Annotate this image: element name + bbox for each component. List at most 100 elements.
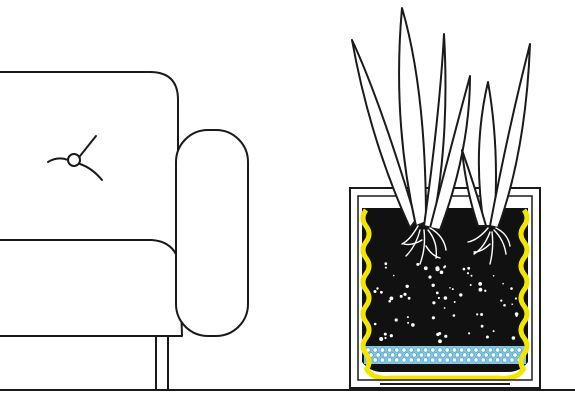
soil-speckle: [511, 303, 513, 305]
pebble: [474, 358, 478, 362]
soil-speckle: [385, 267, 387, 269]
pebble: [419, 353, 423, 357]
soil-speckle: [432, 284, 435, 287]
soil-speckle: [406, 285, 409, 288]
pebble: [459, 348, 463, 352]
pebble: [495, 348, 499, 352]
pebble: [462, 353, 466, 357]
soil-speckle: [449, 287, 451, 289]
soil-speckle: [500, 300, 502, 302]
soil-speckle: [438, 339, 442, 343]
soil-speckle: [435, 266, 439, 270]
soil-speckle: [384, 337, 386, 339]
pebble: [423, 348, 427, 352]
soil-speckle: [516, 315, 518, 317]
armchair-seat: [0, 240, 182, 336]
soil-speckle: [411, 323, 415, 327]
soil-speckle: [388, 300, 391, 303]
soil-speckle: [452, 288, 454, 290]
pebble: [455, 353, 459, 357]
pebble: [405, 353, 409, 357]
pebble: [402, 348, 406, 352]
pebble: [491, 353, 495, 357]
soil-speckle: [493, 275, 495, 277]
pebble: [510, 358, 514, 362]
pebble: [409, 358, 413, 362]
soil-speckle: [463, 268, 466, 271]
pebble: [380, 348, 384, 352]
pebble: [441, 353, 445, 357]
soil-speckle: [432, 316, 435, 319]
pebble: [488, 358, 492, 362]
soil-speckle: [374, 323, 377, 326]
pebble: [503, 348, 507, 352]
pebble: [376, 353, 380, 357]
armchair-armrest: [176, 130, 248, 336]
soil-speckle: [470, 284, 472, 286]
pebble: [474, 348, 478, 352]
pebble: [395, 348, 399, 352]
soil-speckle: [390, 334, 393, 337]
soil-speckle: [478, 282, 482, 286]
pebble: [398, 353, 402, 357]
pebble: [416, 348, 420, 352]
soil-speckle: [443, 266, 445, 268]
soil-speckle: [408, 297, 411, 300]
soil-speckle: [407, 322, 409, 324]
soil-speckle: [374, 290, 377, 293]
pebble: [488, 348, 492, 352]
pebble: [445, 348, 449, 352]
soil-speckle: [454, 301, 456, 303]
pebble: [380, 358, 384, 362]
pebble: [517, 348, 521, 352]
soil-speckle: [510, 287, 513, 290]
pebble: [423, 358, 427, 362]
soil-speckle: [444, 335, 447, 338]
pebble: [452, 358, 456, 362]
pebble: [390, 353, 394, 357]
pebble: [438, 358, 442, 362]
pebble: [402, 358, 406, 362]
soil-speckle: [393, 275, 395, 277]
soil-speckle: [436, 333, 439, 336]
soil-speckle: [428, 276, 431, 279]
soil-speckle: [440, 271, 444, 275]
pebble: [484, 353, 488, 357]
pebble: [426, 353, 430, 357]
pebble: [459, 358, 463, 362]
soil-speckle: [380, 291, 383, 294]
pebble: [513, 353, 517, 357]
soil-speckle: [486, 336, 489, 339]
pebble: [409, 348, 413, 352]
soil-speckle: [476, 313, 478, 315]
soil-speckle: [471, 275, 473, 277]
soil-speckle: [376, 287, 378, 289]
soil-speckle: [416, 263, 419, 266]
pebble: [467, 348, 471, 352]
soil-speckle: [436, 292, 439, 295]
soil-speckle: [467, 272, 469, 274]
soil-speckle: [484, 290, 486, 292]
pebble: [387, 358, 391, 362]
soil-speckle: [480, 313, 483, 316]
soil-speckle: [479, 288, 483, 292]
pebble: [412, 353, 416, 357]
pebble: [438, 348, 442, 352]
soil-speckle: [493, 330, 495, 332]
soil-speckle: [502, 283, 504, 285]
pebble: [503, 358, 507, 362]
soil-speckle: [468, 332, 470, 334]
pebble: [373, 348, 377, 352]
soil-speckle: [444, 296, 448, 300]
soil-speckle: [432, 301, 435, 304]
pebble: [506, 353, 510, 357]
pebble: [395, 358, 399, 362]
pebble: [445, 358, 449, 362]
soil-speckle: [407, 316, 409, 318]
soil-speckle: [438, 297, 440, 299]
soil-speckle: [453, 314, 456, 317]
soil-speckle: [395, 318, 398, 321]
soil-speckle: [515, 297, 517, 299]
pebble: [467, 358, 471, 362]
